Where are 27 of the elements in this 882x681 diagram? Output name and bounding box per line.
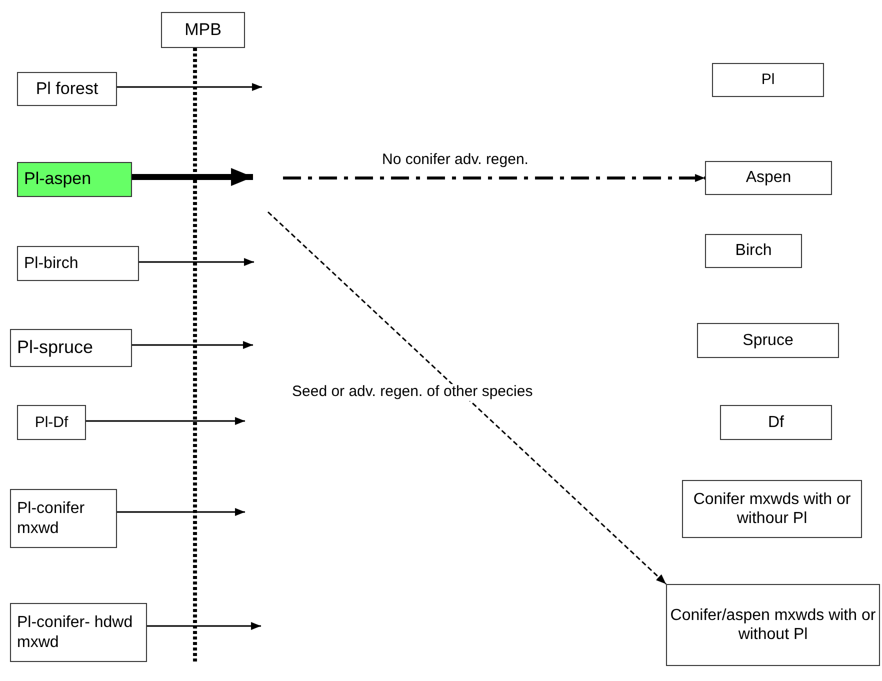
stand-type-box: Pl forest	[17, 72, 117, 106]
arrow	[86, 417, 245, 425]
stand-type-box: Pl-conifer- hdwd mxwd	[10, 603, 147, 662]
outcome-box: Conifer/aspen mxwds with or without Pl	[666, 584, 880, 666]
stand-type-box: Pl-Df	[17, 405, 86, 440]
arrow	[132, 168, 253, 186]
outcome-box: Birch	[705, 234, 802, 268]
arrow	[132, 341, 253, 349]
arrow	[283, 174, 705, 182]
arrow	[117, 508, 245, 516]
outcome-box: Df	[720, 405, 832, 440]
stand-type-box: Pl-birch	[17, 246, 139, 281]
arrow	[139, 258, 254, 266]
edge-label: Seed or adv. regen. of other species	[292, 384, 533, 400]
stand-type-box: Pl-spruce	[10, 329, 132, 367]
outcome-box: Aspen	[705, 161, 832, 195]
outcome-box: Pl	[712, 63, 824, 97]
dotted-line	[193, 48, 197, 662]
arrow	[147, 622, 261, 630]
arrow	[117, 83, 262, 91]
stand-type-box: Pl-conifer mxwd	[10, 489, 117, 548]
edge-label: No conifer adv. regen.	[382, 152, 528, 168]
arrow	[267, 211, 667, 585]
outcome-box: Conifer mxwds with or withour Pl	[682, 480, 862, 538]
disturbance-box: MPB	[161, 12, 245, 48]
stand-type-box: Pl-aspen	[17, 162, 132, 197]
outcome-box: Spruce	[697, 323, 839, 358]
